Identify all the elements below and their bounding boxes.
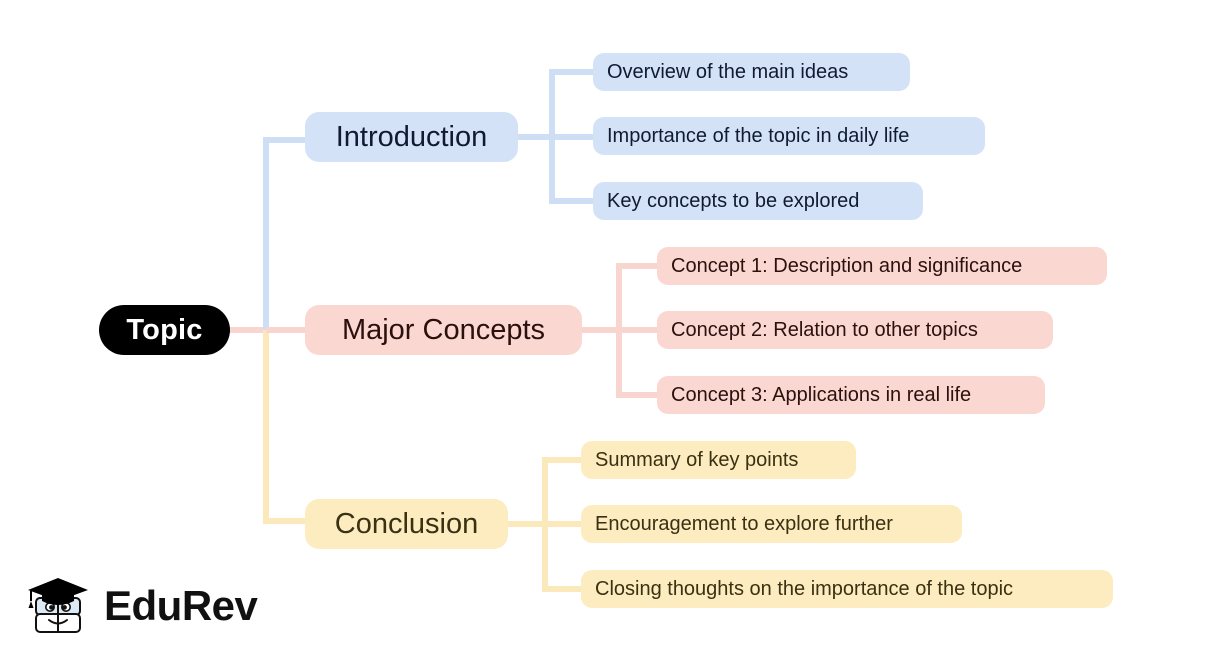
leaf-node-label: Concept 3: Applications in real life [671, 383, 972, 406]
leaf-node-major-concepts-2[interactable]: Concept 2: Relation to other topics [657, 311, 1053, 349]
leaf-node-label: Encouragement to explore further [595, 512, 893, 535]
leaf-node-conclusion-1[interactable]: Summary of key points [581, 441, 856, 479]
leaf-node-introduction-3[interactable]: Key concepts to be explored [593, 182, 923, 220]
branch-node-label: Major Concepts [341, 313, 546, 346]
leaf-node-major-concepts-3[interactable]: Concept 3: Applications in real life [657, 376, 1045, 414]
branch-node-major-concepts[interactable]: Major Concepts [305, 305, 582, 355]
leaf-node-label: Closing thoughts on the importance of th… [595, 577, 1014, 600]
branch-node-label: Introduction [335, 120, 488, 153]
leaf-node-label: Concept 2: Relation to other topics [671, 318, 978, 341]
leaf-node-label: Summary of key points [595, 448, 799, 471]
leaf-node-label: Concept 1: Description and significance [671, 254, 1023, 277]
leaf-node-label: Importance of the topic in daily life [607, 124, 910, 147]
leaf-node-introduction-1[interactable]: Overview of the main ideas [593, 53, 910, 91]
branch-node-conclusion[interactable]: Conclusion [305, 499, 508, 549]
edurev-logo: EduRev [22, 568, 258, 644]
leaf-node-introduction-2[interactable]: Importance of the topic in daily life [593, 117, 985, 155]
graduation-book-mascot-icon [28, 578, 88, 633]
branch-node-introduction[interactable]: Introduction [305, 112, 518, 162]
branch-node-label: Conclusion [334, 507, 479, 540]
edurev-wordmark: EduRev [104, 582, 258, 629]
leaf-node-label: Key concepts to be explored [607, 189, 860, 212]
leaf-node-conclusion-3[interactable]: Closing thoughts on the importance of th… [581, 570, 1113, 608]
leaf-node-label: Overview of the main ideas [607, 60, 849, 83]
root-node-label: Topic [126, 313, 203, 346]
leaf-node-conclusion-2[interactable]: Encouragement to explore further [581, 505, 962, 543]
root-node-topic[interactable]: Topic [99, 305, 230, 355]
leaf-node-major-concepts-1[interactable]: Concept 1: Description and significance [657, 247, 1107, 285]
